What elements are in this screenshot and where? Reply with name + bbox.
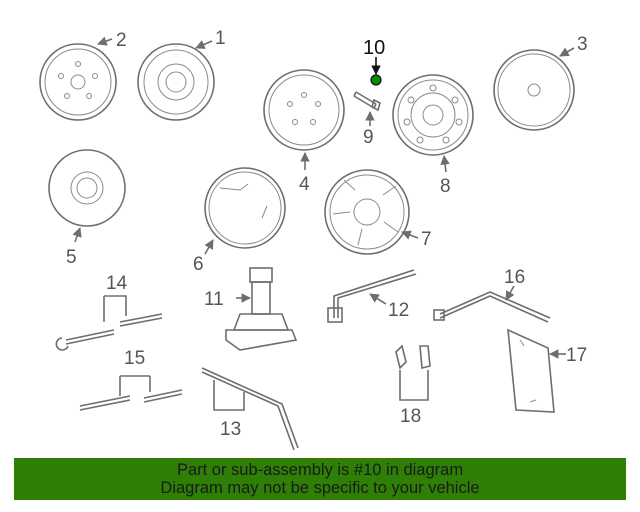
callout-6: 6 (193, 254, 204, 275)
part-1-spare-wheel[interactable] (137, 40, 215, 121)
callout-3: 3 (577, 34, 588, 55)
part-10-highlighted[interactable] (370, 57, 382, 86)
part-12-handle[interactable] (327, 269, 417, 323)
callout-15: 15 (124, 348, 145, 369)
callout-5: 5 (66, 247, 77, 268)
part-11-jack[interactable] (225, 267, 298, 351)
part-13-tool-bar[interactable] (201, 367, 299, 451)
callout-4: 4 (299, 174, 310, 195)
part-6-ornament[interactable] (204, 167, 286, 255)
banner-line-2: Diagram may not be specific to your vehi… (160, 479, 480, 497)
part-9-bolt[interactable] (353, 91, 381, 126)
callout-14: 14 (106, 273, 128, 294)
part-8-steel-wheel[interactable] (392, 74, 474, 173)
part-15-tool-set[interactable] (79, 375, 183, 411)
part-2-wheel-cap[interactable] (39, 36, 117, 121)
callout-10: 10 (363, 37, 385, 59)
part-18-brackets[interactable] (395, 344, 431, 401)
parts-diagram: 2 1 10 9 4 8 (39, 28, 588, 451)
part-3-hub-cap[interactable] (493, 47, 575, 131)
part-5-wheel-ornament[interactable] (48, 149, 126, 243)
info-banner: Part or sub-assembly is #10 in diagram D… (14, 458, 626, 500)
callout-17: 17 (566, 345, 587, 366)
part-7-alloy-wheel[interactable] (324, 169, 419, 255)
callout-11: 11 (204, 289, 224, 310)
callout-1: 1 (215, 28, 226, 49)
part-16-jack-handle-extension[interactable] (433, 285, 551, 323)
banner-line-1: Part or sub-assembly is #10 in diagram (176, 461, 464, 479)
callout-8: 8 (440, 176, 451, 197)
callout-16: 16 (504, 267, 525, 288)
part-17-tool-bag[interactable] (507, 328, 566, 413)
callout-2: 2 (116, 30, 127, 51)
part-14-tool-set[interactable] (55, 295, 163, 351)
callout-18: 18 (400, 406, 421, 427)
callout-12: 12 (388, 300, 409, 321)
callout-13: 13 (220, 419, 241, 440)
part-4-wheel-cover[interactable] (263, 69, 345, 170)
callout-7: 7 (421, 229, 432, 250)
callout-9: 9 (363, 127, 374, 148)
